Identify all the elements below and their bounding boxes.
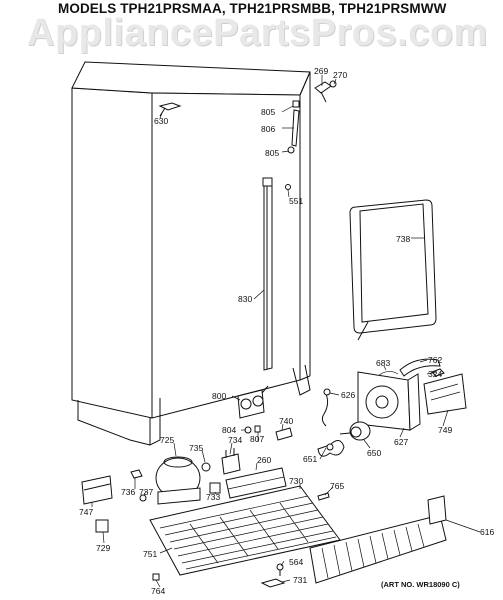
label-805-lower: 805: [265, 148, 279, 158]
label-740: 740: [279, 416, 293, 426]
label-735: 735: [189, 443, 203, 453]
part-800-water-valve: [237, 385, 269, 419]
watermark: AppliancePartsPros.com: [27, 12, 488, 54]
part-738-gasket: [349, 199, 437, 341]
part-630: [158, 102, 182, 117]
label-731: 731: [293, 575, 307, 585]
label-730: 730: [289, 476, 303, 486]
part-labels: 269 270 630 805 806 805 551 738 830 762 …: [79, 66, 494, 596]
part-729: [95, 519, 109, 533]
cabinet: [71, 61, 311, 446]
label-805-upper: 805: [261, 107, 275, 117]
label-733: 733: [206, 492, 220, 502]
part-731: [260, 578, 286, 588]
part-747: [81, 475, 113, 505]
part-749-panel: [423, 373, 467, 415]
part-616-grille: [309, 495, 447, 584]
part-551-screw: [285, 184, 291, 190]
part-764: [152, 573, 160, 581]
part-735: [201, 462, 211, 472]
label-564: 564: [289, 557, 303, 567]
part-765: [317, 492, 330, 501]
label-270: 270: [333, 70, 347, 80]
label-762: 762: [428, 355, 442, 365]
part-736: [130, 469, 143, 479]
label-729: 729: [96, 543, 110, 553]
label-736: 736: [121, 487, 135, 497]
part-269-270: [314, 80, 337, 103]
part-260-drain-pan: [225, 467, 287, 499]
part-740: [275, 427, 293, 441]
label-650: 650: [367, 448, 381, 458]
part-737: [139, 494, 147, 502]
label-269: 269: [314, 66, 328, 76]
part-626: [321, 388, 331, 427]
label-551: 551: [289, 196, 303, 206]
label-765: 765: [330, 481, 344, 491]
label-324: 324: [428, 369, 442, 379]
label-800: 800: [212, 391, 226, 401]
label-830: 830: [238, 294, 252, 304]
label-626: 626: [341, 390, 355, 400]
part-564: [276, 563, 284, 576]
part-830-divider: [262, 177, 273, 371]
label-751: 751: [143, 549, 157, 559]
part-733: [209, 482, 221, 494]
label-804: 804: [222, 425, 236, 435]
label-734: 734: [228, 435, 242, 445]
label-630: 630: [154, 116, 168, 126]
part-650-fan-motor: [339, 421, 371, 441]
label-806: 806: [261, 124, 275, 134]
label-764: 764: [151, 586, 165, 596]
part-324: [431, 368, 445, 377]
part-734-relay: [221, 448, 241, 475]
part-725-compressor: [155, 456, 201, 505]
part-683: [377, 371, 399, 377]
leader-lines: [91, 75, 481, 588]
label-747: 747: [79, 507, 93, 517]
label-737: 737: [139, 487, 153, 497]
part-806-hinge-rod: [287, 100, 300, 154]
part-804-807: [244, 425, 261, 434]
label-683: 683: [376, 358, 390, 368]
part-762: [399, 358, 441, 377]
art-number: (ART NO. WR18090 C): [381, 580, 460, 589]
models-title: MODELS TPH21PRSMAA, TPH21PRSMBB, TPH21PR…: [58, 1, 447, 16]
label-807: 807: [250, 434, 264, 444]
part-627-fan-housing: [357, 371, 421, 431]
label-738: 738: [396, 234, 410, 244]
label-260: 260: [257, 455, 271, 465]
label-725: 725: [160, 435, 174, 445]
label-616: 616: [480, 527, 494, 537]
part-651-fan-blade: [317, 440, 345, 457]
label-627: 627: [394, 437, 408, 447]
label-651: 651: [303, 454, 317, 464]
label-749: 749: [438, 425, 452, 435]
